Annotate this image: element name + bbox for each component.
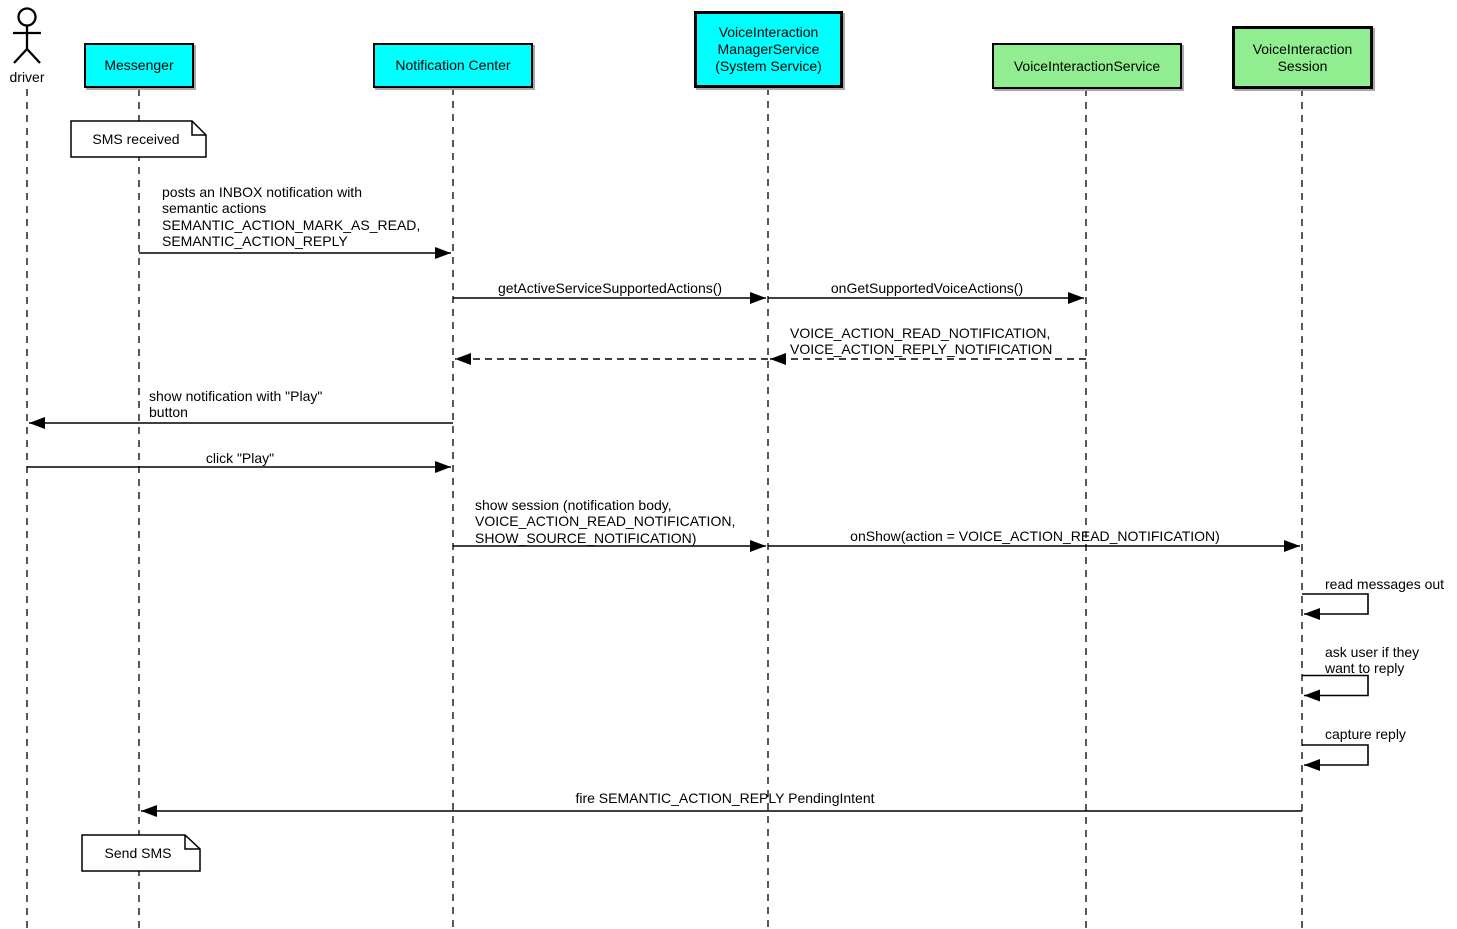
message-label-show-session: show session (notification body, VOICE_A… (475, 497, 736, 546)
message-label-ask-user-reply: ask user if they want to reply (1325, 644, 1420, 677)
note-shape-sms-received (70, 120, 207, 158)
participant-label-line: Session (1277, 57, 1328, 74)
message-label-supported-actions-return: VOICE_ACTION_READ_NOTIFICATION, VOICE_AC… (790, 325, 1053, 358)
participant-messenger: Messenger (84, 43, 194, 88)
participant-label: Notification Center (395, 57, 511, 73)
message-arrows (27, 247, 1369, 817)
message-label-read-messages-out: read messages out (1325, 576, 1445, 592)
message-label-show-notification: show notification with "Play" button (149, 388, 323, 421)
lifelines (26, 88, 1303, 929)
arrow-self-capture-reply (1302, 744, 1369, 771)
message-label-fire-reply-pending-intent: fire SEMANTIC_ACTION_REPLY PendingIntent (575, 790, 875, 806)
participant-label-line: ManagerService (717, 41, 820, 57)
message-label-capture-reply: capture reply (1325, 726, 1406, 742)
arrow-self-ask-user-reply (1302, 674, 1369, 702)
note-shapes (70, 120, 207, 872)
message-label-on-show: onShow(action = VOICE_ACTION_READ_NOTIFI… (850, 528, 1220, 544)
note-sms-received: SMS received (92, 131, 180, 147)
participant-label-line: VoiceInteraction (718, 24, 819, 40)
message-label-post-inbox-notification: posts an INBOX notification with semanti… (162, 184, 421, 249)
message-label-get-active-service-supported-actions: getActiveServiceSupportedActions() (497, 280, 723, 296)
participant-label: Messenger (104, 57, 174, 73)
actor-label-driver: driver (9, 69, 45, 85)
participant-label-line: (System Service) (715, 58, 822, 74)
note-shape-send-sms (81, 834, 201, 872)
participant-voice-interaction-session: VoiceInteraction Session (1232, 26, 1373, 89)
message-label-click-play: click "Play" (205, 450, 275, 466)
arrow-self-read-messages-out (1302, 593, 1369, 620)
participant-voice-interaction-service: VoiceInteractionService (992, 43, 1182, 89)
participant-voice-interaction-manager-service: VoiceInteraction ManagerService (System … (694, 11, 843, 88)
message-label-on-get-supported-voice-actions: onGetSupportedVoiceActions() (830, 280, 1024, 296)
actor-head (17, 7, 37, 27)
actor-figure-driver (13, 7, 41, 64)
participant-notification-center: Notification Center (373, 43, 533, 88)
participant-label: VoiceInteractionService (1013, 57, 1161, 74)
note-send-sms: Send SMS (104, 845, 172, 861)
participant-label-line: VoiceInteraction (1252, 40, 1353, 57)
